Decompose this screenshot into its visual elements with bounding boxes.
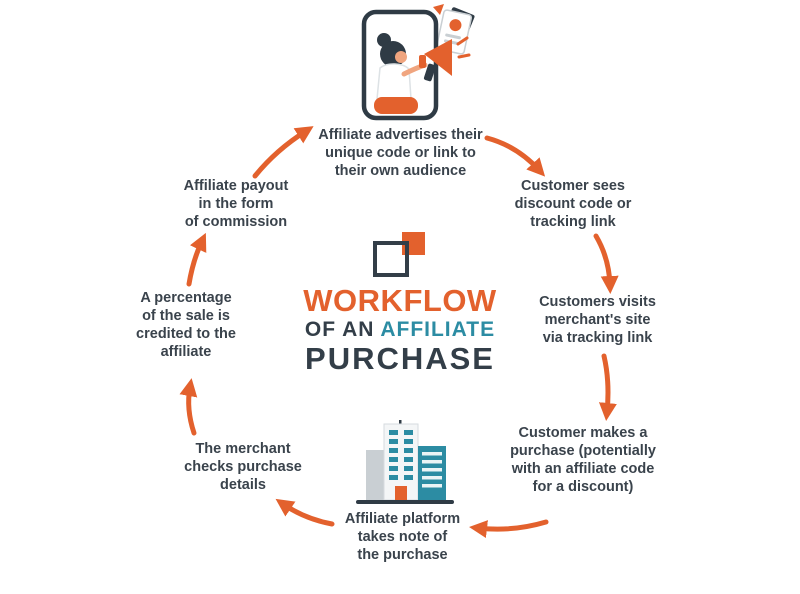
title-line-1: WORKFLOW (303, 283, 497, 318)
back-building-icon (366, 450, 388, 500)
step-line: details (220, 477, 266, 493)
megaphone-icon (419, 36, 471, 82)
step-line: The merchant (195, 441, 291, 457)
step-line: affiliate (160, 344, 212, 360)
step-affiliate-payout: Affiliate payout in the form of commissi… (158, 177, 314, 231)
title-line-3: PURCHASE (305, 341, 495, 376)
step-line: the purchase (357, 547, 448, 563)
door-icon (395, 486, 407, 500)
arrow-credited-to-payout (186, 232, 207, 287)
step-line: purchase (potentially (510, 443, 656, 459)
step-affiliate-advertises: Affiliate advertises their unique code o… (293, 126, 508, 180)
step-line: tracking link (530, 214, 616, 230)
arrow-merchant-to-credited (179, 378, 198, 436)
title-of-an: OF AN (304, 318, 375, 341)
step-line: for a discount) (532, 479, 634, 495)
step-percentage-credited: A percentage of the sale is credited to … (113, 289, 259, 361)
step-line: their own audience (334, 163, 467, 179)
step-line: of the sale is (142, 308, 230, 324)
step-line: Customer makes a (518, 425, 648, 441)
step-line: checks purchase (184, 459, 302, 475)
title-affiliate: AFFILIATE (380, 318, 496, 341)
side-building-icon (418, 446, 446, 500)
antenna-icon (399, 420, 402, 426)
step-line: Affiliate payout (183, 178, 289, 194)
step-line: Customer sees (521, 178, 625, 194)
outlined-square-icon (373, 241, 409, 277)
step-line: credited to the (136, 326, 236, 342)
step-line: merchant's site (544, 312, 651, 328)
step-line: A percentage (140, 290, 232, 306)
person-icon (374, 33, 428, 114)
step-customer-makes-purchase: Customer makes a purchase (potentially w… (488, 424, 678, 496)
arrow-sees-to-visits (593, 233, 619, 294)
step-line: of commission (184, 214, 288, 230)
step-merchant-checks: The merchant checks purchase details (158, 440, 328, 494)
ground-line (356, 500, 454, 504)
step-line: via tracking link (542, 330, 653, 346)
arrow-visits-to-purchase (598, 353, 617, 421)
step-line: takes note of (357, 529, 448, 545)
step-line: Affiliate advertises their (318, 127, 483, 143)
step-line: Customers visits (539, 294, 656, 310)
affiliate-platform-illustration (350, 420, 460, 506)
step-line: unique code or link to (325, 145, 476, 161)
step-customer-visits-site: Customers visits merchant's site via tra… (520, 293, 675, 347)
step-line: discount code or (514, 196, 632, 212)
step-platform-takes-note: Affiliate platform takes note of the pur… (315, 510, 490, 564)
confetti-triangle-icon (433, 4, 444, 15)
affiliate-promoter-illustration (330, 4, 480, 126)
step-line: Affiliate platform (344, 511, 461, 527)
step-customer-sees-code: Customer sees discount code or tracking … (498, 177, 648, 231)
step-line: in the form (198, 196, 274, 212)
overlapping-squares-icon (371, 232, 429, 280)
step-line: with an affiliate code (511, 461, 655, 477)
